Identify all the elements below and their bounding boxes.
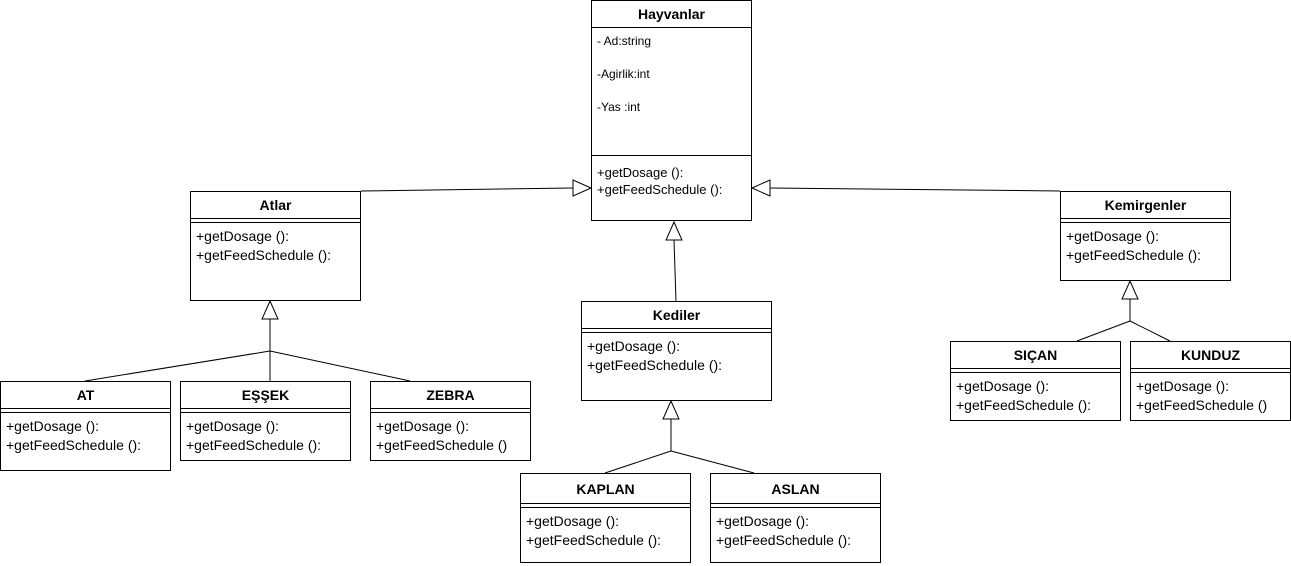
generalization-kaplan-kediler-line <box>604 450 672 474</box>
generalization-at-atlar-line <box>84 350 271 382</box>
class-kaplan-separator <box>521 503 690 508</box>
class-kaplan-operation: +getFeedSchedule (): <box>526 532 662 548</box>
generalization-arrowhead <box>662 399 680 420</box>
class-at-operation: +getDosage (): <box>6 418 99 434</box>
generalization-arrowhead <box>261 299 279 320</box>
class-zebra[interactable]: ZEBRA +getDosage (): +getFeedSchedule () <box>370 381 531 461</box>
generalization-arrowhead <box>750 179 771 197</box>
class-zebra-name: ZEBRA <box>426 387 475 403</box>
class-kunduz-operations: +getDosage (): +getFeedSchedule () <box>1131 373 1290 415</box>
class-aslan-operation: +getFeedSchedule (): <box>716 532 852 548</box>
class-at-operations: +getDosage (): +getFeedSchedule (): <box>1 413 170 455</box>
class-hayvanlar-attribute: -Agirlik:int <box>597 67 650 81</box>
class-aslan-name: ASLAN <box>771 480 820 497</box>
class-kediler-separator <box>582 328 771 333</box>
class-atlar-separator <box>191 218 360 223</box>
class-hayvanlar-attributes: - Ad:string -Agirlik:int -Yas :int <box>592 28 751 156</box>
class-kunduz-name: KUNDUZ <box>1180 347 1241 363</box>
generalization-arrowhead <box>665 220 683 241</box>
generalization-sican-kemirgenler-line <box>1076 320 1131 342</box>
class-aslan-operations: +getDosage (): +getFeedSchedule (): <box>711 508 880 550</box>
class-hayvanlar[interactable]: Hayvanlar - Ad:string -Agirlik:int -Yas … <box>591 0 752 221</box>
class-kaplan-operation: +getDosage (): <box>526 513 619 529</box>
class-kemirgenler-name: Kemirgenler <box>1104 197 1187 213</box>
class-at-separator <box>1 408 170 413</box>
class-essek-name: EŞŞEK <box>241 387 290 403</box>
class-atlar-operations: +getDosage (): +getFeedSchedule (): <box>191 223 360 265</box>
class-sican-operation: +getDosage (): <box>956 378 1049 394</box>
class-zebra-operations: +getDosage (): +getFeedSchedule () <box>371 413 530 455</box>
class-kemirgenler-operation: +getDosage (): <box>1066 228 1159 244</box>
class-kediler-operation: +getFeedSchedule (): <box>587 357 723 373</box>
class-kunduz-operation: +getFeedSchedule () <box>1136 397 1268 413</box>
class-kaplan-name: KAPLAN <box>576 480 635 497</box>
class-kediler[interactable]: Kediler +getDosage (): +getFeedSchedule … <box>581 301 772 401</box>
class-sican-name: SIÇAN <box>1013 347 1058 363</box>
generalization-kediler-hayvanlar-line <box>673 239 677 302</box>
class-hayvanlar-operation: +getFeedSchedule (): <box>597 182 723 197</box>
class-sican[interactable]: SIÇAN +getDosage (): +getFeedSchedule ()… <box>950 341 1121 421</box>
class-kediler-name: Kediler <box>652 307 701 323</box>
class-aslan-operation: +getDosage (): <box>716 513 809 529</box>
class-sican-separator <box>951 368 1120 373</box>
generalization-arrowhead <box>1121 279 1139 300</box>
class-kunduz-operation: +getDosage (): <box>1136 378 1229 394</box>
class-essek-operations: +getDosage (): +getFeedSchedule (): <box>181 413 350 455</box>
class-essek-operation: +getDosage (): <box>186 418 279 434</box>
generalization-arrowhead <box>572 179 593 197</box>
class-hayvanlar-operations: +getDosage (): +getFeedSchedule (): <box>592 156 751 198</box>
class-kediler-operations: +getDosage (): +getFeedSchedule (): <box>582 333 771 375</box>
class-kaplan[interactable]: KAPLAN +getDosage (): +getFeedSchedule (… <box>520 473 691 563</box>
class-essek[interactable]: EŞŞEK +getDosage (): +getFeedSchedule ()… <box>180 381 351 461</box>
class-kunduz-separator <box>1131 368 1290 373</box>
class-hayvanlar-attribute: - Ad:string <box>597 34 652 48</box>
class-kemirgenler-operations: +getDosage (): +getFeedSchedule (): <box>1061 223 1230 265</box>
class-at-operation: +getFeedSchedule (): <box>6 437 142 453</box>
generalization-kunduz-kemirgenler-line <box>1129 320 1171 342</box>
class-hayvanlar-name: Hayvanlar <box>592 1 751 28</box>
class-aslan-separator <box>711 503 880 508</box>
class-sican-operations: +getDosage (): +getFeedSchedule (): <box>951 373 1120 415</box>
class-kediler-operation: +getDosage (): <box>587 338 680 354</box>
class-kaplan-operations: +getDosage (): +getFeedSchedule (): <box>521 508 690 550</box>
class-essek-separator <box>181 408 350 413</box>
class-hayvanlar-attribute: -Yas :int <box>597 100 641 114</box>
class-kemirgenler-operation: +getFeedSchedule (): <box>1066 247 1202 263</box>
class-kemirgenler-separator <box>1061 218 1230 223</box>
class-sican-operation: +getFeedSchedule (): <box>956 397 1092 413</box>
class-atlar-operation: +getFeedSchedule (): <box>196 247 332 263</box>
class-zebra-operation: +getFeedSchedule () <box>376 437 508 453</box>
class-zebra-operation: +getDosage (): <box>376 418 469 434</box>
generalization-atlar-hayvanlar-line <box>360 187 574 192</box>
class-at-name: AT <box>76 387 95 403</box>
class-atlar-operation: +getDosage (): <box>196 228 289 244</box>
class-atlar[interactable]: Atlar +getDosage (): +getFeedSchedule ()… <box>190 191 361 301</box>
class-kemirgenler[interactable]: Kemirgenler +getDosage (): +getFeedSched… <box>1060 191 1231 281</box>
class-atlar-name: Atlar <box>259 197 292 213</box>
class-aslan[interactable]: ASLAN +getDosage (): +getFeedSchedule ()… <box>710 473 881 563</box>
class-zebra-separator <box>371 408 530 413</box>
class-at[interactable]: AT +getDosage (): +getFeedSchedule (): <box>0 381 171 471</box>
class-hayvanlar-operation: +getDosage (): <box>597 165 684 180</box>
generalization-kemirgenler-hayvanlar-line <box>769 187 1061 192</box>
generalization-zebra-atlar-line <box>269 350 411 382</box>
class-kunduz[interactable]: KUNDUZ +getDosage (): +getFeedSchedule (… <box>1130 341 1291 421</box>
generalization-aslan-kediler-line <box>670 450 755 474</box>
class-essek-operation: +getFeedSchedule (): <box>186 437 322 453</box>
